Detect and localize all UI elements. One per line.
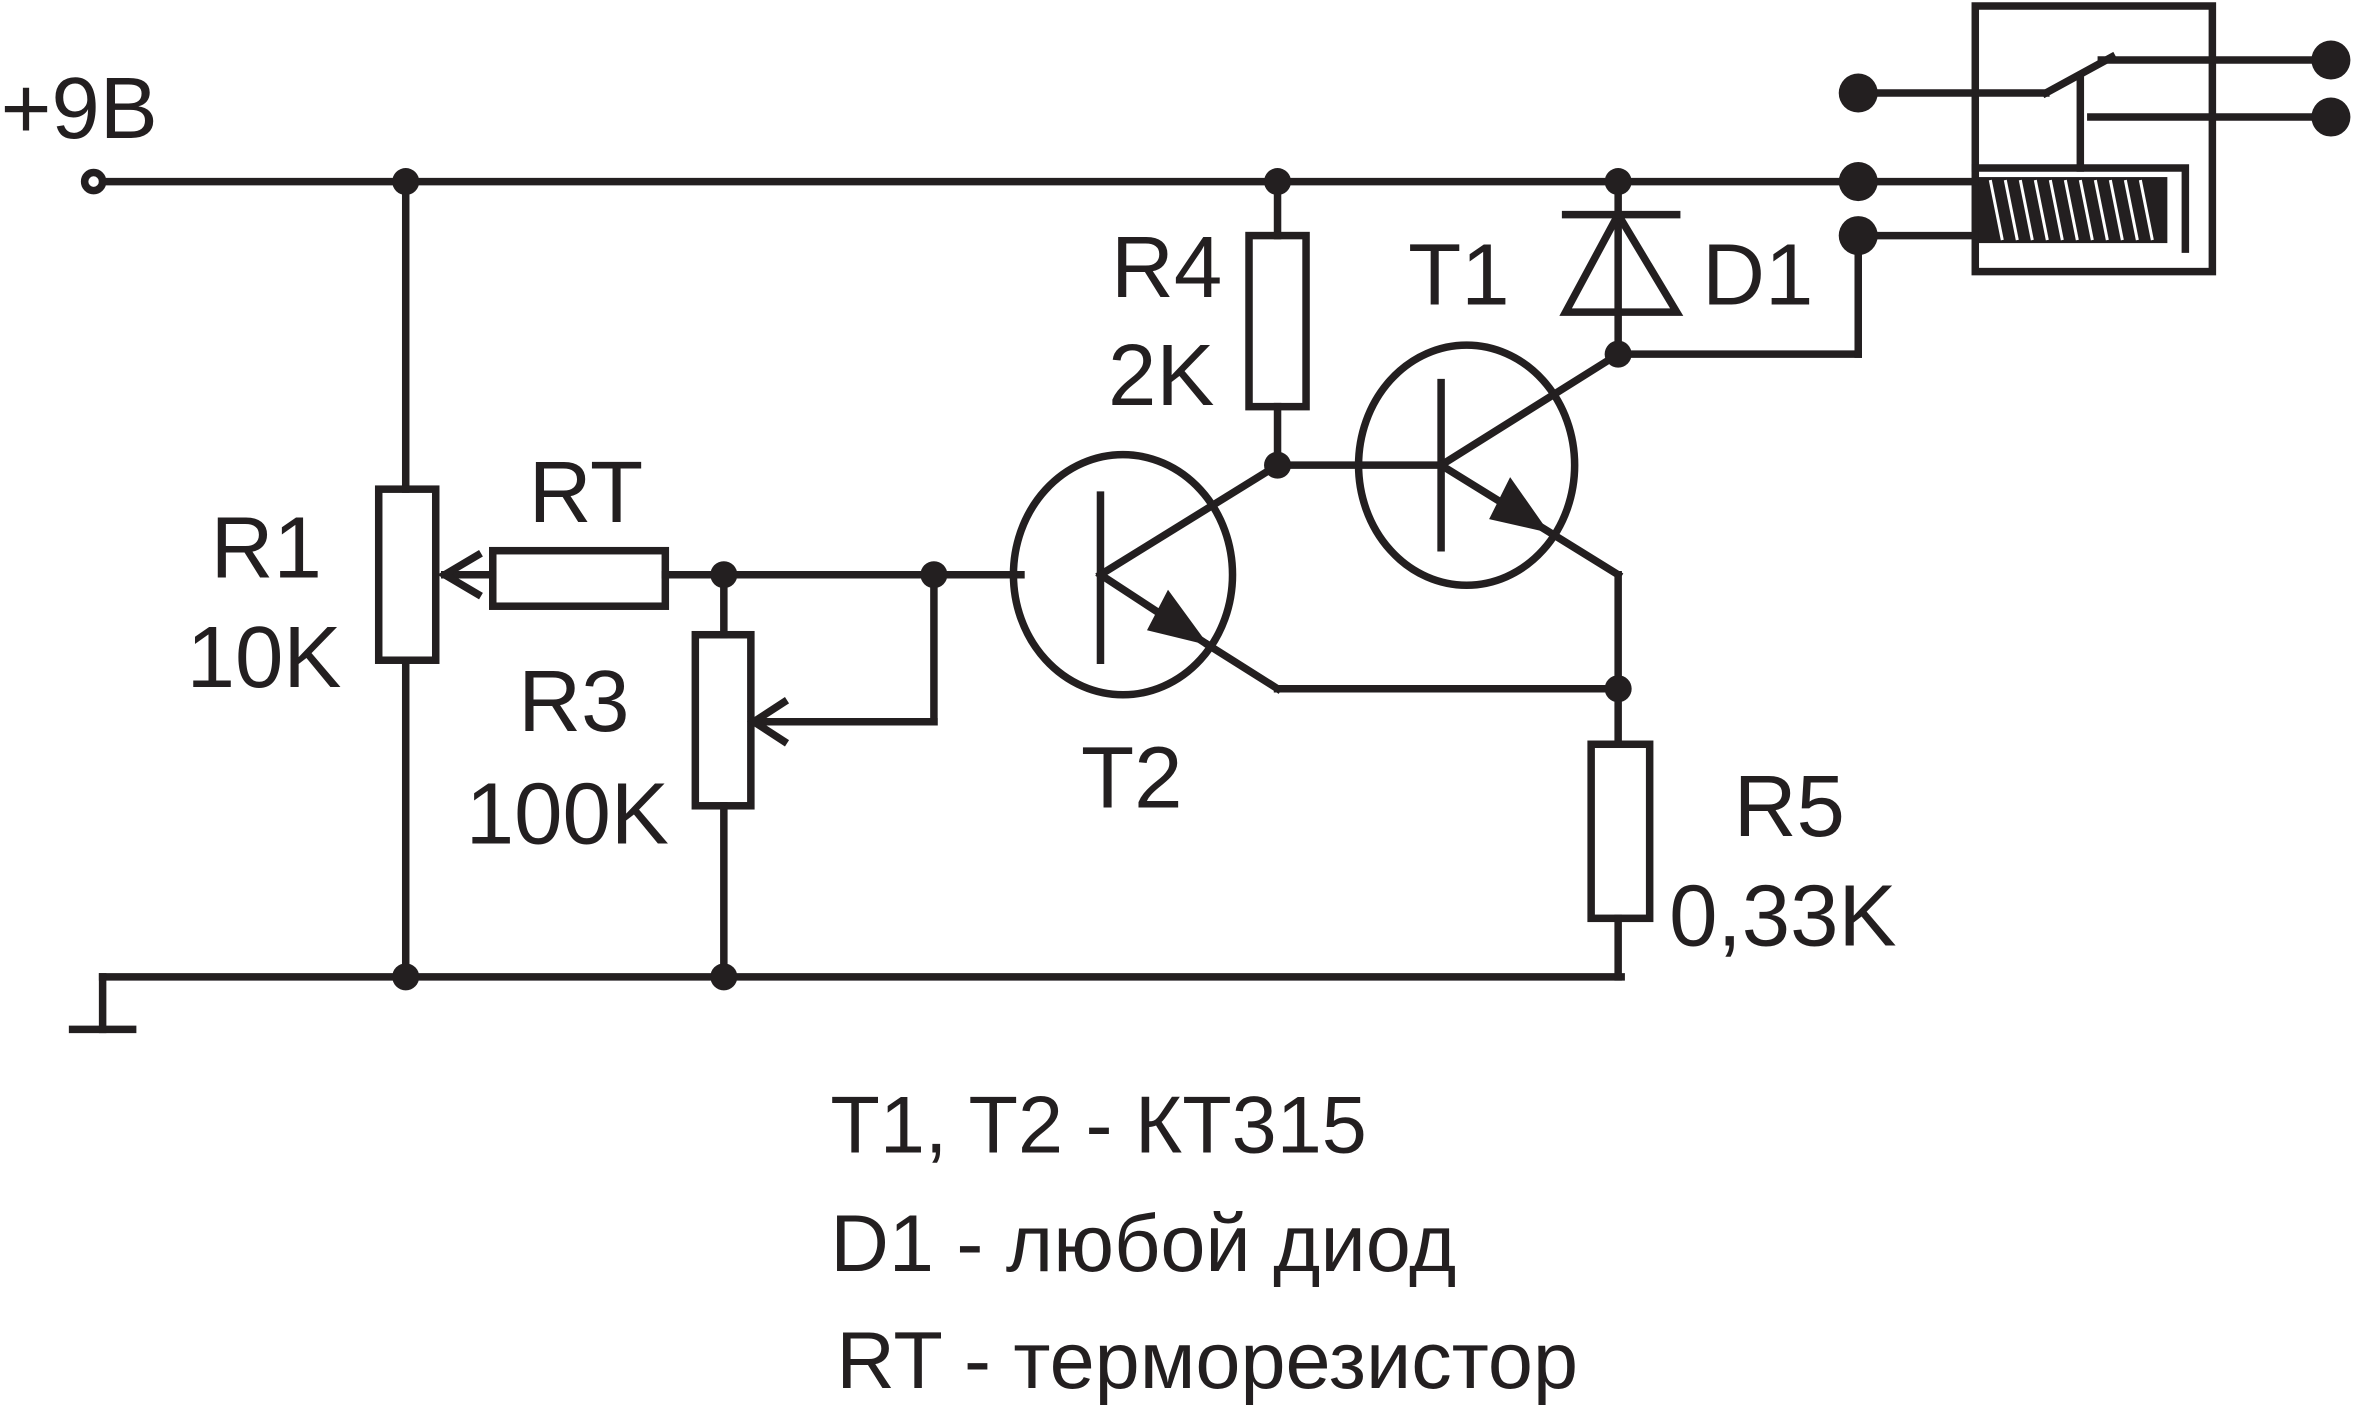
transistor-t2 xyxy=(1009,450,1622,699)
r3-name: R3 xyxy=(518,653,629,750)
resistor-r5 xyxy=(1587,740,1654,981)
r3-value: 100K xyxy=(466,765,669,862)
supply-label: +9В xyxy=(1,60,158,157)
resistor-r4 xyxy=(1245,177,1310,469)
r1-name: R1 xyxy=(211,500,322,597)
diode-d1 xyxy=(1559,177,1862,358)
potentiometer-r3 xyxy=(691,570,938,981)
r4-name: R4 xyxy=(1111,219,1222,316)
note-thermistor: RT - терморезистор xyxy=(836,1316,1578,1406)
note-diode: D1 - любой диод xyxy=(830,1199,1456,1289)
note-transistors: T1, T2 - КТ315 xyxy=(830,1080,1367,1170)
resistor-r1 xyxy=(374,177,440,981)
t1-name: T1 xyxy=(1408,227,1510,324)
r4-value: 2K xyxy=(1108,327,1214,424)
relay xyxy=(1838,2,2351,276)
r5-name: R5 xyxy=(1734,758,1845,855)
relay-terminals xyxy=(1838,40,2351,256)
junction-dots xyxy=(392,168,1632,991)
rt-name: RT xyxy=(529,444,643,541)
r5-value: 0,33K xyxy=(1669,867,1896,964)
transistor-t1 xyxy=(1273,341,1624,749)
ground-symbol xyxy=(68,973,1625,1034)
t2-name: T2 xyxy=(1081,729,1183,826)
d1-name: D1 xyxy=(1702,227,1813,324)
r1-value: 10K xyxy=(187,609,342,706)
